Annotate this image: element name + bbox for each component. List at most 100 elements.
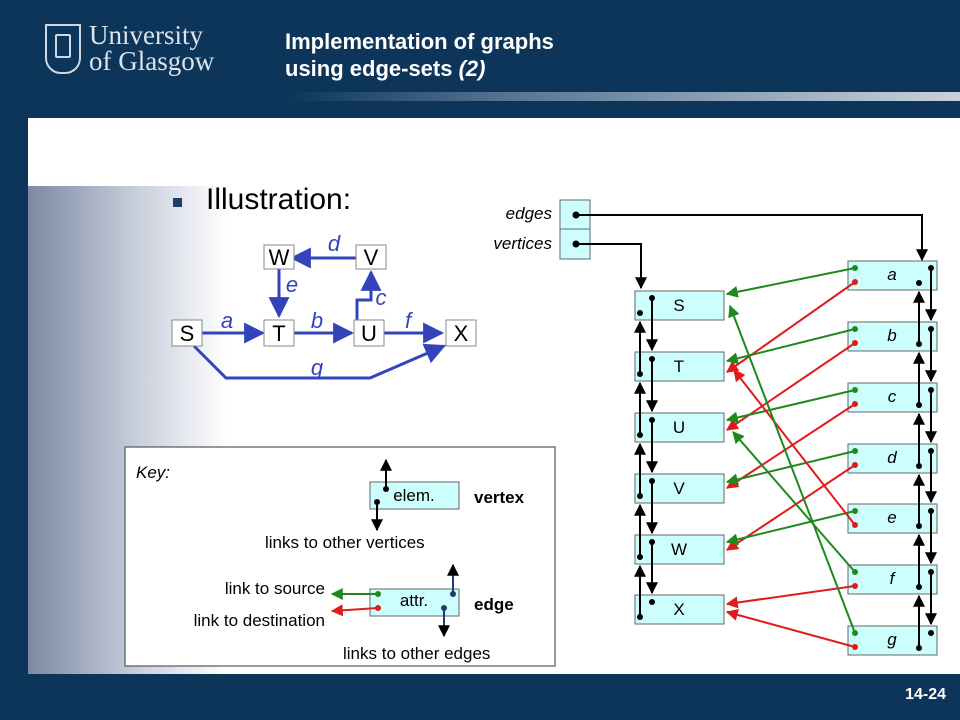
key-link-source: link to source [225, 579, 325, 598]
vertices-pointer [576, 243, 647, 290]
edge-node: f [847, 564, 938, 595]
graph-edge-label-d: d [328, 231, 341, 256]
source-link-c [725, 389, 856, 424]
edge-node-label: b [887, 326, 896, 345]
edge-node-label: f [890, 569, 897, 588]
graph-edge-c [355, 269, 382, 322]
dest-link-g [725, 609, 856, 648]
edge-node-label: d [887, 448, 897, 467]
vertex-node-label: W [671, 540, 687, 559]
logo-line-1: University [89, 20, 203, 50]
edge-node: e [847, 503, 938, 534]
graph-vertex-x: X [454, 321, 469, 346]
banner-rule [285, 92, 960, 101]
key-elem-label: elem. [393, 486, 435, 505]
key-box: Key: elem. vertex links to other vertice… [124, 446, 556, 667]
vertex-node: U [634, 412, 725, 443]
bullet-icon [173, 198, 182, 207]
vertex-node: S [634, 290, 725, 321]
key-edge-label: edge [474, 595, 514, 614]
vertex-node-box [634, 473, 725, 504]
title-line-2: using edge-sets (2) [285, 55, 554, 82]
edge-node: a [847, 260, 938, 291]
graph-vertex-box-w [263, 244, 295, 270]
key-dest-link [330, 604, 379, 617]
vertex-node-label: U [673, 418, 685, 437]
source-link-a [725, 267, 856, 298]
title-line-1: Implementation of graphs [285, 29, 554, 54]
key-edge-links: links to other edges [343, 644, 490, 663]
graph-vertex-box-v [355, 244, 387, 270]
graph-vertex-box-s [171, 319, 203, 347]
dest-link-c [725, 403, 856, 489]
edge-node: b [847, 321, 938, 352]
edge-node: d [847, 443, 938, 474]
vertex-node-label: V [673, 479, 685, 498]
edge-node-box [847, 564, 938, 595]
key-border [124, 446, 556, 667]
vertex-node-box [634, 412, 725, 443]
dest-link-e [733, 369, 856, 526]
graph-vertex-box-u [353, 319, 385, 347]
source-link-f [732, 431, 856, 573]
header-vertices-label: vertices [493, 234, 552, 253]
graph-edge-label-c: c [376, 285, 387, 310]
vertex-node-label: T [674, 357, 684, 376]
source-link-e [725, 510, 856, 546]
graph-vertex-t: T [272, 321, 285, 346]
edge-node-box [847, 443, 938, 474]
vertex-node-label: X [673, 600, 684, 619]
vertex-node: W [634, 534, 725, 565]
edge-node-box [847, 260, 938, 291]
crest-icon [45, 24, 81, 74]
vertex-node-label: S [673, 296, 684, 315]
title-line-2-part: (2) [458, 56, 486, 81]
vertex-node: V [634, 473, 725, 504]
edge-node-label: e [887, 508, 896, 527]
key-title: Key: [136, 463, 170, 482]
vertex-prev-dot [637, 310, 643, 316]
slide-number: 14-24 [905, 686, 946, 703]
edge-node-label: a [887, 265, 896, 284]
vertex-list: S T U V [634, 290, 725, 625]
edge-node-label: g [887, 630, 897, 649]
graph-edge-label-b: b [311, 308, 323, 333]
bullet-text: Illustration: [206, 183, 352, 216]
key-vertex-label: vertex [474, 488, 525, 507]
source-link-g [728, 304, 856, 634]
header-edges-label: edges [506, 204, 553, 223]
key-vertex-links: links to other vertices [265, 533, 425, 552]
edge-node-label: c [888, 387, 897, 406]
edges-pointer [576, 214, 928, 262]
edge-node-box [847, 625, 938, 656]
graph-vertex-w: W [269, 245, 290, 270]
graph-vertex-s: S [180, 321, 195, 346]
graph-vertex-box-x [445, 319, 477, 347]
edge-node-box [847, 382, 938, 413]
vertex-node-box [634, 594, 725, 625]
dest-link-a [726, 281, 856, 373]
vertex-next-dot [649, 599, 655, 605]
slide-title: Implementation of graphs using edge-sets… [285, 28, 554, 82]
vertex-node: X [634, 594, 725, 625]
graph-vertex-box-t [263, 319, 295, 347]
edge-next-dot [928, 630, 934, 636]
edge-node-box [847, 321, 938, 352]
vertex-node: T [634, 351, 725, 382]
vertex-node-box [634, 351, 725, 382]
logo-line-2: of Glasgow [89, 46, 215, 76]
graph-illustration: W V S T U X d e c a b f g [171, 231, 477, 380]
graph-vertex-v: V [364, 245, 379, 270]
graph-edge-label-g: g [311, 355, 324, 380]
vertex-node-box [634, 534, 725, 565]
graph-edge-label-f: f [405, 308, 414, 333]
edge-node: c [847, 382, 938, 413]
edge-node-box [847, 503, 938, 534]
graph-edge-label-e: e [286, 272, 298, 297]
graph-edge-label-a: a [221, 308, 233, 333]
logo-text: University of Glasgow [89, 20, 215, 76]
graph-vertex-u: U [361, 321, 377, 346]
edge-list: a b c [847, 260, 938, 656]
